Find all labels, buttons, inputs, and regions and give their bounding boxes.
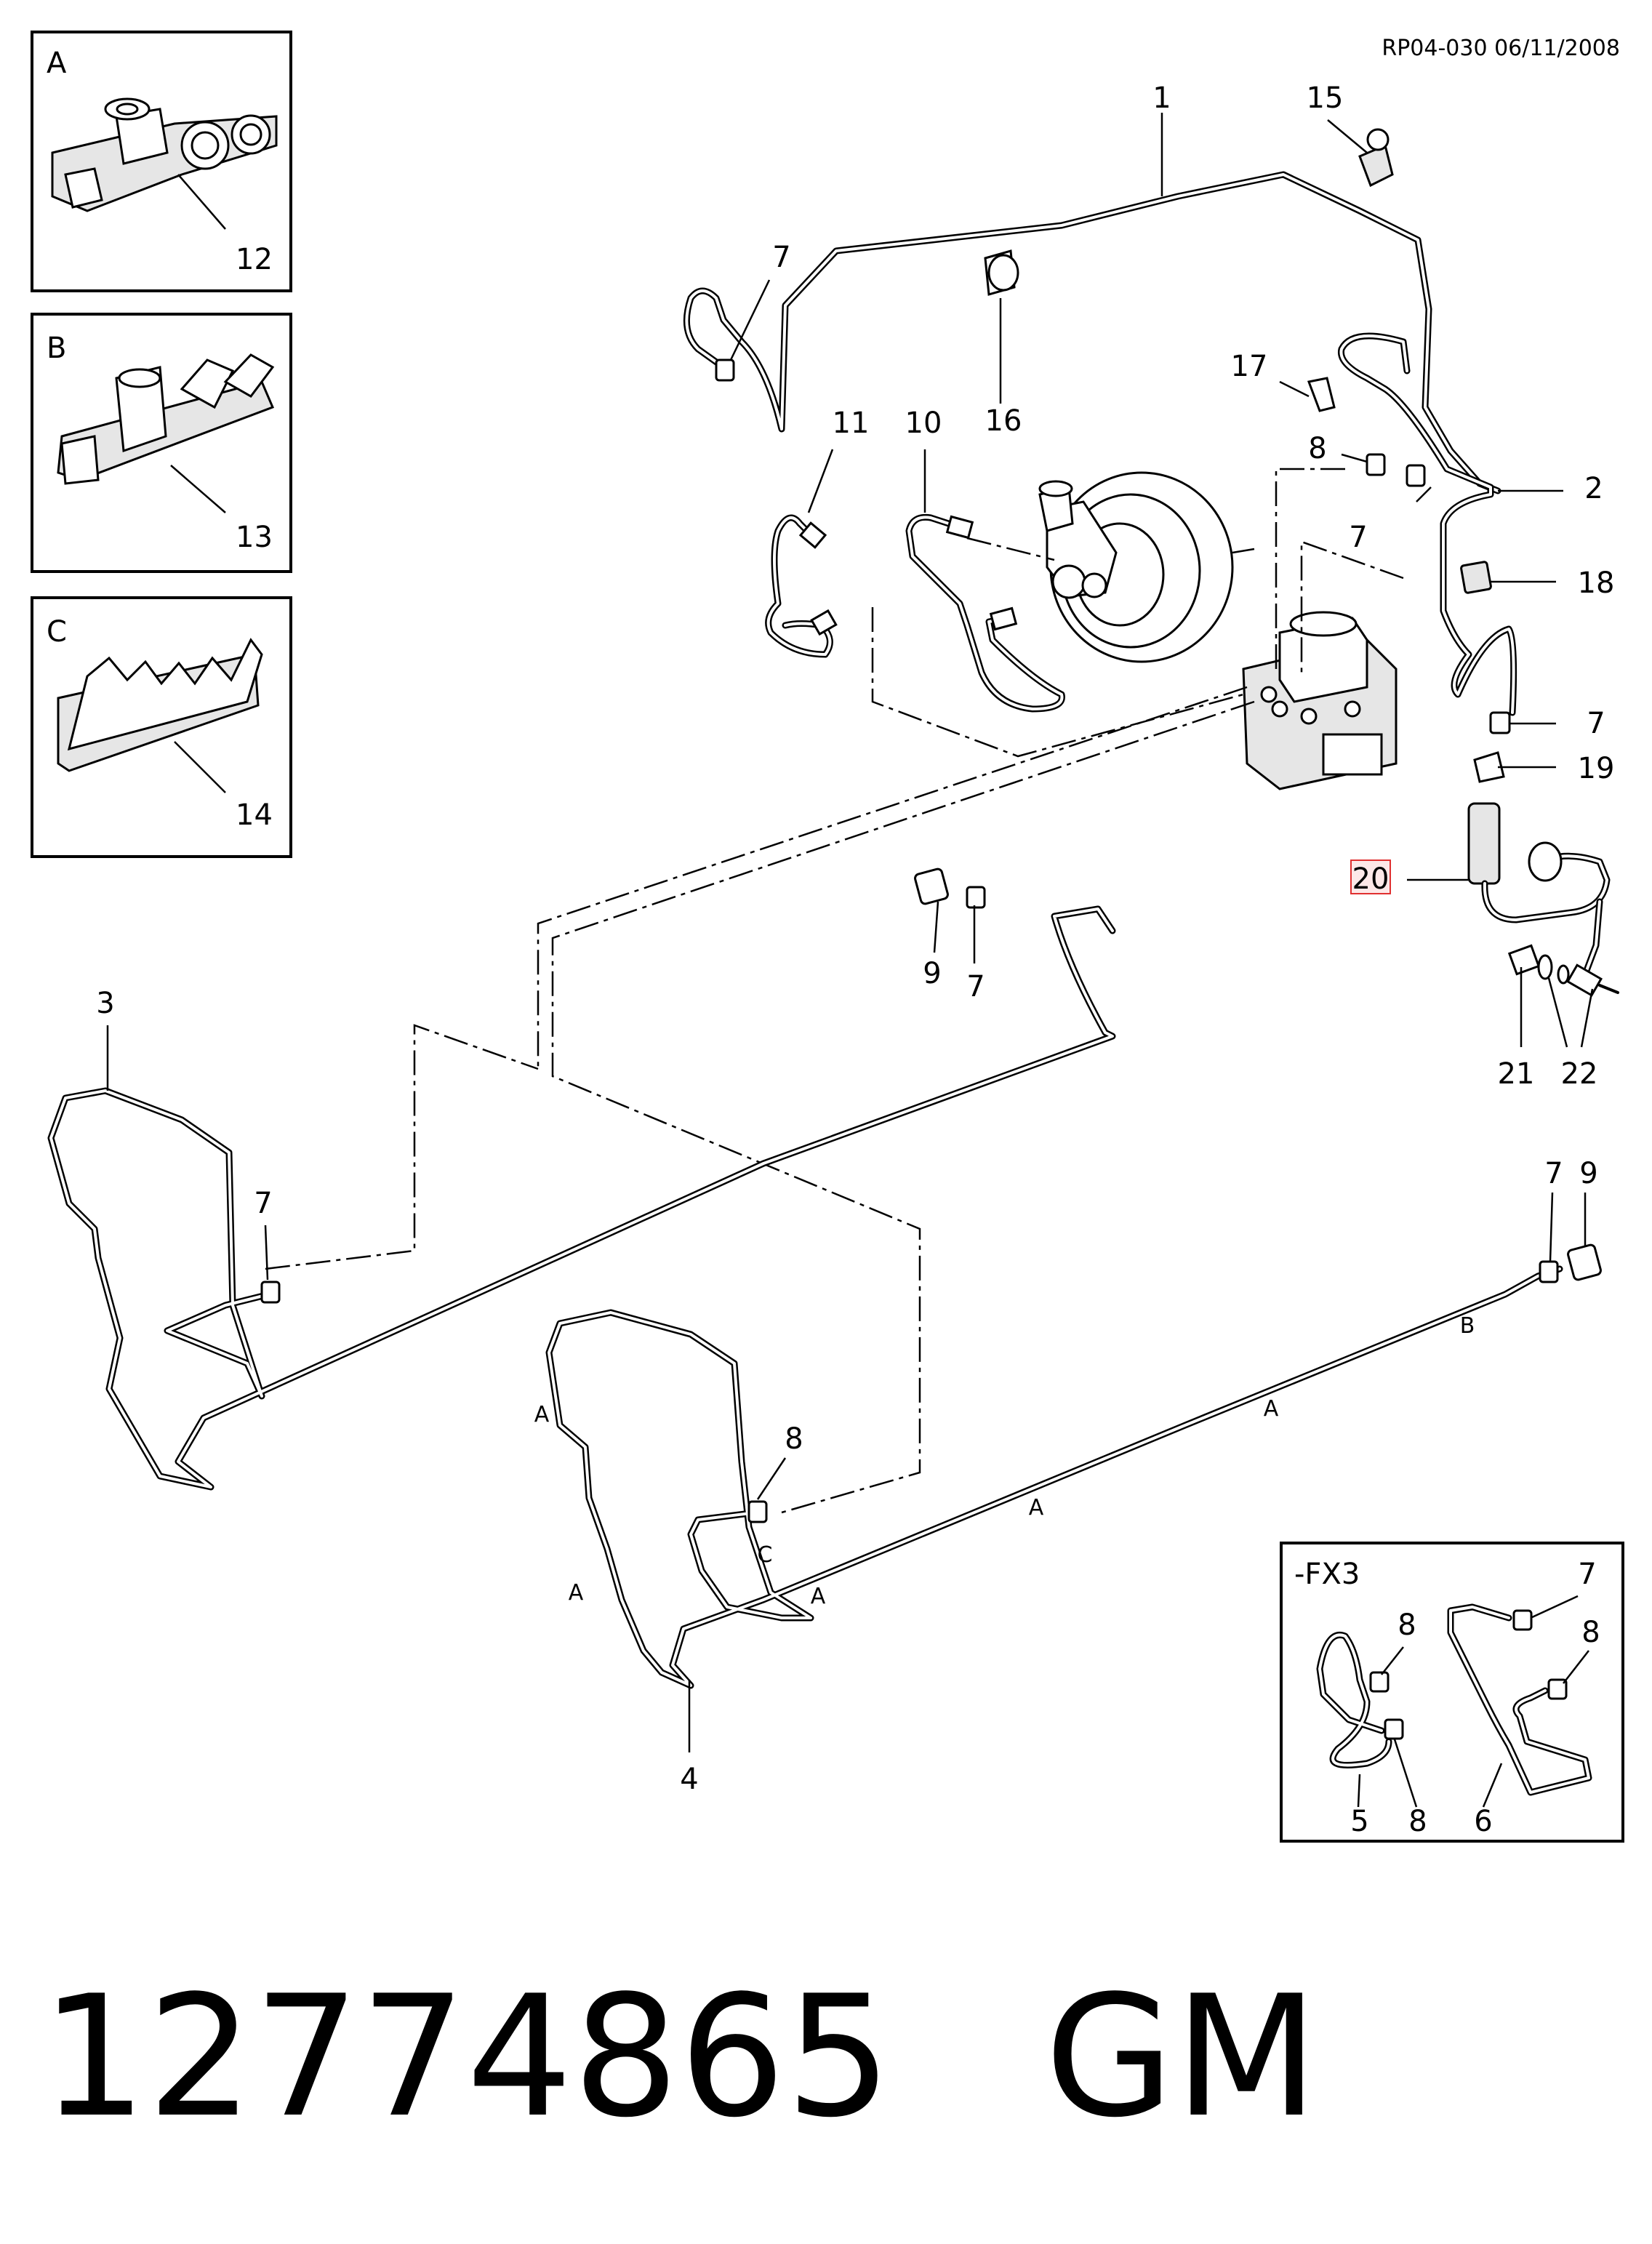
brake-hose-20 [1467, 802, 1611, 997]
nut-part-8 [747, 453, 1386, 1523]
route-letter-a: A [1264, 1396, 1279, 1422]
fx3-title: -FX3 [1294, 1558, 1360, 1591]
route-letter-a: A [1029, 1495, 1044, 1520]
callout-15: 15 [1307, 81, 1344, 115]
fx3-callout-8: 8 [1398, 1608, 1416, 1642]
callout-7-lower-right: 7 [1544, 1157, 1563, 1190]
brake-pipe-2 [1337, 332, 1517, 716]
brake-pipe-diagram: RP04-030 06/11/2008 A 12 B [31, 31, 1624, 1843]
callout-16: 16 [985, 404, 1022, 438]
callout-7-left: 7 [254, 1187, 272, 1220]
brake-pipe-1 [683, 171, 1501, 494]
callout-20: 20 [1352, 862, 1390, 896]
callout-7-top: 7 [772, 241, 790, 274]
clip-part-15 [1358, 128, 1394, 188]
callout-8-top: 8 [1308, 432, 1326, 465]
inset-a-number: 12 [236, 243, 273, 276]
diagram-reference: RP04-030 06/11/2008 [1382, 36, 1620, 61]
brake-pipe-3 [47, 905, 1116, 1491]
inset-box-b: B 13 [31, 313, 292, 573]
hose-fittings-21-22 [1507, 944, 1619, 994]
inset-b-letter: B [47, 332, 66, 365]
fx3-callout-8: 8 [1408, 1805, 1427, 1838]
brake-pipe-4 [545, 1265, 1563, 1689]
clip-c-illustration [57, 638, 263, 772]
callout-7-right: 7 [1587, 707, 1605, 740]
callout-10: 10 [905, 406, 942, 440]
inset-box-c: C 14 [31, 596, 292, 858]
route-letter-a: A [534, 1402, 550, 1427]
fx3-pipe-6 [1447, 1603, 1592, 1796]
callout-22: 22 [1561, 1057, 1598, 1091]
connector-part-18 [1460, 561, 1492, 594]
inset-c-letter: C [47, 615, 67, 649]
clip-part-16 [984, 249, 1019, 296]
callout-19: 19 [1578, 752, 1615, 785]
inset-b-number: 13 [236, 521, 273, 554]
fx3-callout-5: 5 [1350, 1805, 1368, 1838]
clip-part-17 [1307, 377, 1336, 412]
cap-part-9 [914, 867, 1602, 1281]
brake-pipe-10 [905, 513, 1065, 713]
abs-modulator [1242, 611, 1398, 790]
callout-9-mid: 9 [923, 957, 941, 990]
callout-9-lower-right: 9 [1579, 1157, 1597, 1190]
brake-booster-master-cylinder [1038, 471, 1255, 663]
fx3-callout-6: 6 [1474, 1805, 1492, 1838]
callout-2: 2 [1584, 472, 1603, 505]
callout-4: 4 [680, 1763, 698, 1796]
callout-11: 11 [833, 406, 870, 440]
callout-7-mid: 7 [966, 970, 985, 1003]
fx3-pipe-5 [1316, 1632, 1392, 1768]
route-letter-b: B [1460, 1313, 1475, 1339]
callout-21: 21 [1498, 1057, 1535, 1091]
brand-name: GM [1044, 1960, 1319, 2155]
callout-7-booster: 7 [1349, 521, 1367, 554]
callout-20-highlight [1350, 859, 1391, 894]
callout-3: 3 [96, 987, 114, 1020]
part-number: 12774865 [41, 1960, 892, 2155]
clip-a-illustration [51, 97, 278, 212]
nut-part-7 [260, 358, 1559, 1304]
part-number-footer: 12774865 GM [41, 1963, 1318, 2152]
clip-b-illustration [57, 353, 275, 485]
inset-box-a: A 12 [31, 31, 292, 292]
callout-8-lower: 8 [785, 1422, 803, 1456]
inset-c-number: 14 [236, 798, 273, 832]
fx3-variant-box: -FX3 7 8 8 5 8 6 [1280, 1542, 1624, 1843]
callout-1: 1 [1152, 81, 1171, 115]
callout-17: 17 [1231, 350, 1268, 383]
fx3-callout-7: 7 [1578, 1558, 1596, 1591]
clip-part-19 [1473, 751, 1505, 783]
fx3-callout-8: 8 [1581, 1616, 1600, 1649]
inset-a-letter: A [47, 47, 67, 80]
route-letter-c: C [758, 1542, 773, 1568]
brake-pipe-11 [765, 514, 838, 658]
route-letter-a: A [811, 1584, 826, 1609]
route-letter-a: A [569, 1580, 584, 1606]
callout-18: 18 [1578, 566, 1615, 600]
